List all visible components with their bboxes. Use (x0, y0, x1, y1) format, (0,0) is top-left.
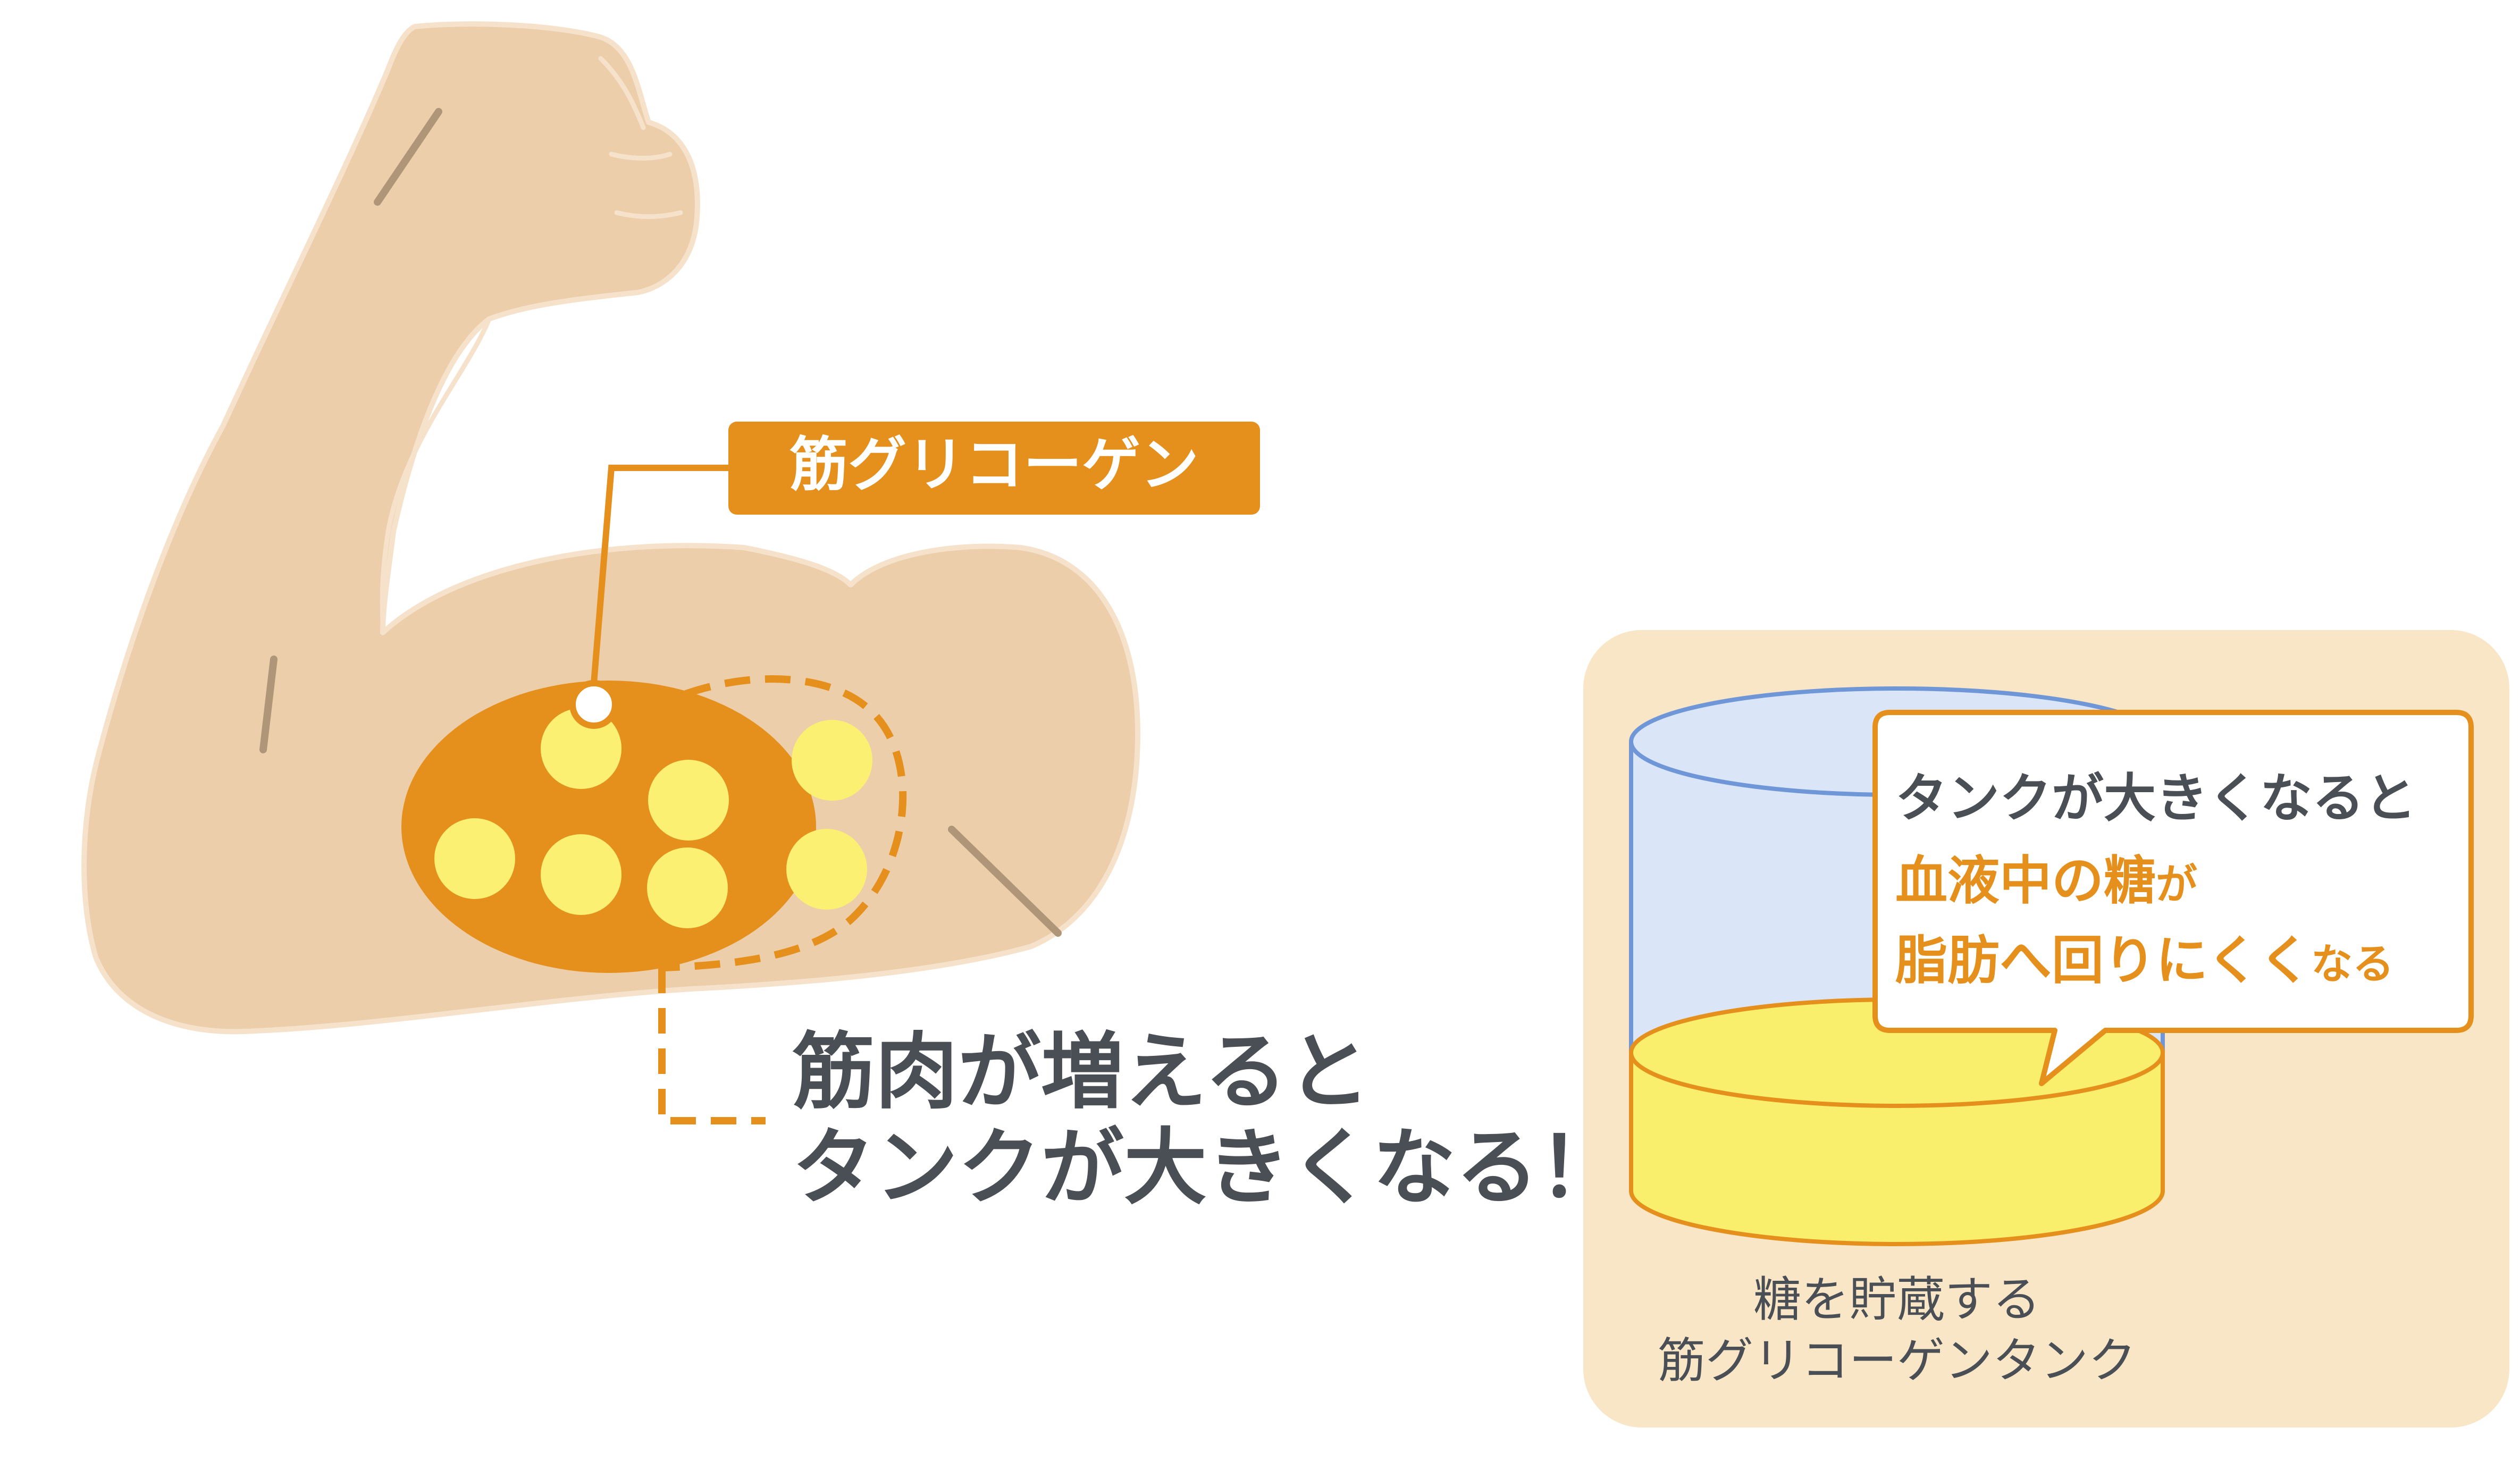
glycogen-dot (786, 829, 867, 910)
speech-bubble: タンクが大きくなると 血液中の糖が 脂肪へ回りにくくなる (1872, 710, 2474, 1086)
muscle-growth-dashed-outline (664, 675, 907, 971)
knuckle-lines (598, 56, 683, 219)
growth-connector-dashed (658, 968, 766, 1124)
bubble-line2: 血液中の糖が (1895, 851, 2197, 911)
forearm-crease (374, 108, 442, 206)
bubble-line3: 脂肪へ回りにくくなる (1895, 930, 2394, 991)
glycogen-dot (648, 760, 729, 841)
main-message-line1: 筋肉が増えると (792, 1023, 1370, 1120)
tank-caption-line1: 糖を貯蔵する (1753, 1272, 2040, 1328)
speech-bubble-shape (1872, 710, 2474, 1086)
biceps-muscle (401, 675, 907, 973)
inner-arm-highlight (380, 318, 492, 633)
glycogen-tag-box (728, 422, 1260, 515)
glycogen-tag-label: 筋グリコーゲン (789, 431, 1199, 499)
bubble-line3-emphasis: 脂肪へ回りにくく (1895, 930, 2311, 991)
glycogen-dot (541, 708, 621, 789)
main-message-line2: タンクが大きくなる！ (792, 1119, 1622, 1216)
glycogen-callout: 筋グリコーゲン (591, 422, 1260, 684)
arm-silhouette (81, 21, 1140, 1035)
bubble-line2-tail: が (2156, 861, 2197, 909)
glycogen-dot (792, 720, 872, 801)
flexed-arm (81, 21, 1140, 1035)
glycogen-dot (647, 847, 728, 928)
tank-caption-line2: 筋グリコーゲンタンク (1658, 1333, 2136, 1389)
main-message: 筋肉が増えると タンクが大きくなる！ (792, 1023, 1622, 1216)
glycogen-pointer-ring (569, 680, 618, 729)
bubble-line2-emphasis: 血液中の糖 (1895, 851, 2156, 911)
glycogen-dot (541, 834, 621, 915)
bubble-line3-tail: なる (2311, 941, 2394, 988)
bubble-line1-text: タンクが大きくなると (1895, 768, 2416, 829)
armpit-crease (948, 826, 1062, 937)
glycogen-dot (434, 818, 515, 899)
elbow-crease (259, 656, 278, 753)
callout-leader-line (591, 465, 728, 684)
bubble-line1: タンクが大きくなると (1895, 768, 2416, 829)
